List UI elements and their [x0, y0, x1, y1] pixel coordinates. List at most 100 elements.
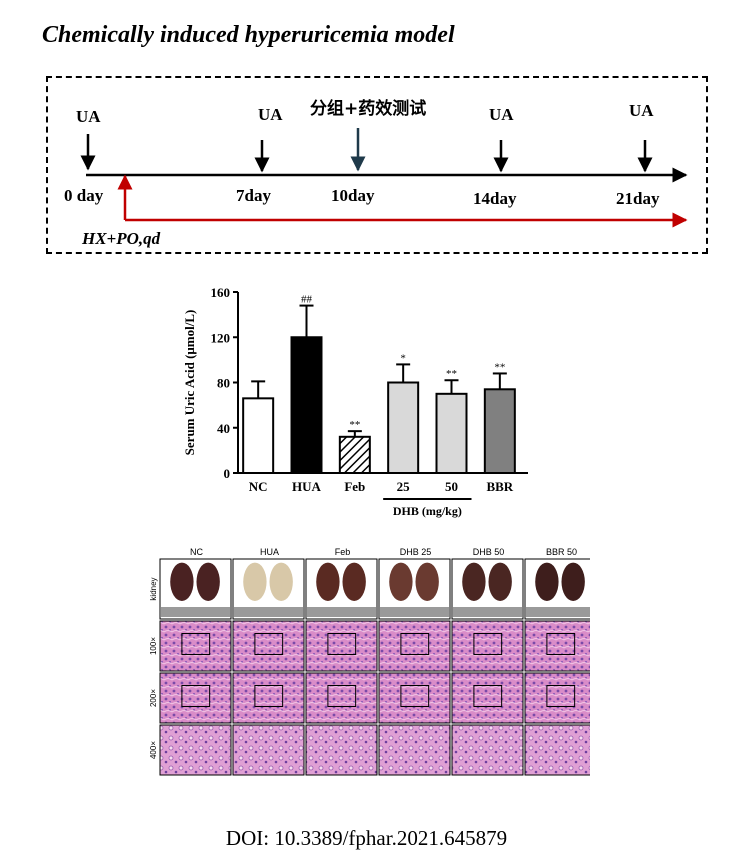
- zoom-box: [473, 685, 503, 707]
- histology-image: [232, 724, 305, 776]
- column-label: DHB 50: [473, 547, 505, 557]
- column-label: DHB 25: [400, 547, 432, 557]
- zoom-box: [546, 633, 576, 655]
- y-tick-label: 160: [211, 285, 231, 300]
- x-tick-label: NC: [249, 479, 268, 494]
- histology-image: [524, 724, 597, 776]
- row-label: kidney: [149, 577, 158, 600]
- y-tick-label: 0: [224, 466, 231, 481]
- zoom-box: [327, 633, 357, 655]
- kidney-left: [170, 562, 194, 601]
- histology-panel: NC HUA Feb DHB 25 DHB 50 BBR 50 kidney 100× 200×…: [148, 545, 597, 777]
- column-label: Feb: [335, 547, 351, 557]
- ua-label-7: UA: [258, 105, 283, 124]
- histology-image: [159, 620, 232, 672]
- histology-image: [524, 620, 597, 672]
- day-label-10: 10day: [331, 186, 375, 205]
- row-label: 100×: [149, 637, 158, 655]
- x-tick-label: BBR: [486, 479, 513, 494]
- significance-mark: *: [400, 352, 406, 364]
- treatment-label: HX+PO,qd: [81, 229, 161, 248]
- group-label: 分组+药效测试: [310, 98, 426, 119]
- kidney-left: [462, 562, 486, 601]
- x-tick-label: Feb: [344, 479, 365, 494]
- significance-mark: **: [349, 419, 360, 431]
- bar-50: [435, 392, 468, 474]
- histology-grid: NC HUA Feb DHB 25 DHB 50 BBR 50 kidney 100× 200×…: [149, 547, 597, 776]
- ua-label-0: UA: [76, 107, 101, 126]
- row-label: 200×: [149, 689, 158, 707]
- timeline-box: UA UA 分组+药效测试 UA UA 0 day 7day 10day 14d…: [46, 76, 708, 254]
- x-tick-label: 50: [445, 479, 458, 494]
- x-tick-label: 25: [397, 479, 411, 494]
- zoom-box: [400, 685, 430, 707]
- zoom-box: [400, 633, 430, 655]
- day-label-21: 21day: [616, 189, 660, 208]
- histology-image: [524, 672, 597, 724]
- ruler: [234, 607, 303, 617]
- column-label: HUA: [260, 547, 279, 557]
- histology-image: [378, 724, 451, 776]
- histology-image: [305, 672, 378, 724]
- kidney-right: [561, 562, 585, 601]
- histology-image: [159, 672, 232, 724]
- y-axis-title: Serum Uric Acid (μmol/L): [182, 310, 197, 456]
- y-tick-label: 80: [217, 376, 230, 391]
- ruler: [307, 607, 376, 617]
- ruler: [380, 607, 449, 617]
- day-label-0: 0 day: [64, 186, 104, 205]
- bar-25: [387, 381, 420, 474]
- timeline-diagram: UA UA 分组+药效测试 UA UA 0 day 7day 10day 14d…: [64, 98, 688, 248]
- ruler: [526, 607, 595, 617]
- ruler: [161, 607, 230, 617]
- y-tick-label: 40: [217, 421, 230, 436]
- kidney-right: [342, 562, 366, 601]
- histology-image: [378, 620, 451, 672]
- histology-image: [378, 672, 451, 724]
- bar-bbr: [483, 388, 516, 474]
- kidney-left: [316, 562, 340, 601]
- significance-mark: ##: [301, 294, 313, 306]
- histology-image: [305, 724, 378, 776]
- ua-label-21: UA: [629, 101, 654, 120]
- histology-image: [451, 724, 524, 776]
- bar-nc: [242, 397, 275, 474]
- kidney-right: [196, 562, 220, 601]
- ruler: [453, 607, 522, 617]
- zoom-box: [473, 633, 503, 655]
- bar-hua: [290, 336, 323, 474]
- kidney-left: [389, 562, 413, 601]
- zoom-box: [254, 633, 284, 655]
- zoom-box: [181, 633, 211, 655]
- kidney-right: [488, 562, 512, 601]
- y-tick-label: 120: [211, 330, 231, 345]
- histology-image: [451, 672, 524, 724]
- zoom-box: [254, 685, 284, 707]
- day-label-14: 14day: [473, 189, 517, 208]
- histology-image: [451, 620, 524, 672]
- kidney-right: [269, 562, 293, 601]
- column-label: NC: [190, 547, 203, 557]
- bar-feb: [338, 435, 371, 475]
- significance-mark: **: [494, 361, 505, 373]
- kidney-left: [535, 562, 559, 601]
- group-label: DHB (mg/kg): [393, 504, 462, 518]
- kidney-left: [243, 562, 267, 601]
- histology-image: [159, 724, 232, 776]
- row-label: 400×: [149, 741, 158, 759]
- day-label-7: 7day: [236, 186, 271, 205]
- column-label: BBR 50: [546, 547, 577, 557]
- page-title: Chemically induced hyperuricemia model: [42, 22, 455, 48]
- ua-label-14: UA: [489, 105, 514, 124]
- histology-image: [232, 620, 305, 672]
- zoom-box: [327, 685, 357, 707]
- histology-image: [305, 620, 378, 672]
- doi-text: DOI: 10.3389/fphar.2021.645879: [225, 826, 508, 850]
- x-tick-label: HUA: [292, 479, 322, 494]
- significance-mark: **: [446, 368, 457, 380]
- kidney-right: [415, 562, 439, 601]
- zoom-box: [181, 685, 211, 707]
- histology-image: [232, 672, 305, 724]
